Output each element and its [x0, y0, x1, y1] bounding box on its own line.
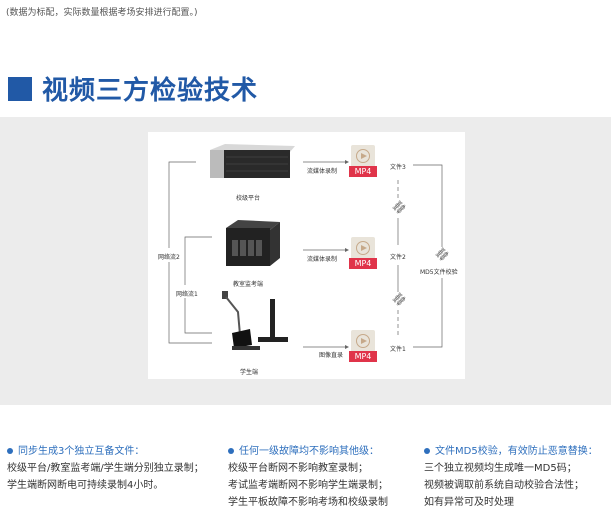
server-rack-icon	[210, 144, 295, 178]
device-label-school: 校级平台	[236, 195, 261, 202]
arrow-label-1: 流媒体录制	[307, 168, 338, 175]
section-header: 视频三方检验技术	[8, 70, 258, 107]
device-label-classroom: 教室监考端	[233, 281, 264, 288]
device-label-student: 学生端	[240, 369, 259, 376]
feature-heading: 文件MD5校验，有效防止恶意替换：	[424, 443, 598, 460]
network-line-1-top	[184, 236, 212, 285]
feature-heading: 任何一级故障均不影响其他级：	[228, 443, 388, 460]
classroom-terminal-icon	[226, 220, 280, 266]
feature-line: 校级平台/教室监考端/学生端分别独立录制；	[7, 463, 204, 474]
file-label-2: 文件2	[390, 254, 406, 261]
feature-column-3: 文件MD5校验，有效防止恶意替换： 三个独立视频均生成唯一MD5码； 视频被调取…	[424, 443, 598, 511]
feature-line: 视频被调取前系统自动校验合法性；	[424, 480, 584, 491]
network-line-2-bottom	[168, 262, 212, 344]
feature-column-1: 同步生成3个独立互备文件： 校级平台/教室监考端/学生端分别独立录制； 学生端断…	[7, 443, 204, 494]
network-label-2: 网络流2	[158, 254, 180, 261]
bullet-icon	[7, 448, 13, 454]
file-label-1: 文件1	[390, 346, 406, 353]
mp4-file-icon: MP4	[349, 237, 377, 270]
feature-heading: 同步生成3个独立互备文件：	[7, 443, 204, 460]
md5-label: MD5文件校验	[420, 269, 458, 276]
file-label-3: 文件3	[390, 164, 406, 171]
arrow-label-2: 流媒体录制	[307, 256, 338, 263]
mp4-file-icon: MP4	[349, 330, 377, 363]
feature-column-2: 任何一级故障均不影响其他级： 校级平台断网不影响教室录制； 考试监考端断网不影响…	[228, 443, 388, 511]
config-note: (数据为标配，实际数量根据考场安排进行配置。)	[6, 8, 198, 18]
feature-line: 校级平台断网不影响教室录制；	[228, 463, 368, 474]
title-square-icon	[8, 76, 32, 101]
feature-line: 学生端断网断电可持续录制4小时。	[7, 480, 164, 491]
feature-line: 三个独立视频均生成唯一MD5码；	[424, 463, 577, 474]
section-title: 视频三方检验技术	[42, 76, 259, 106]
bullet-icon	[424, 448, 430, 454]
feature-line: 考试监考端断网不影响学生端录制；	[228, 480, 388, 491]
bullet-icon	[228, 448, 234, 454]
arrow-label-3: 图像直录	[319, 352, 344, 359]
network-line-2-top	[168, 161, 196, 248]
mp4-file-icon: MP4	[349, 145, 377, 178]
student-terminal-icon	[222, 291, 288, 350]
network-line-1-bottom	[184, 298, 212, 334]
diagram-card	[148, 132, 465, 379]
network-label-1: 网络流1	[176, 291, 198, 298]
